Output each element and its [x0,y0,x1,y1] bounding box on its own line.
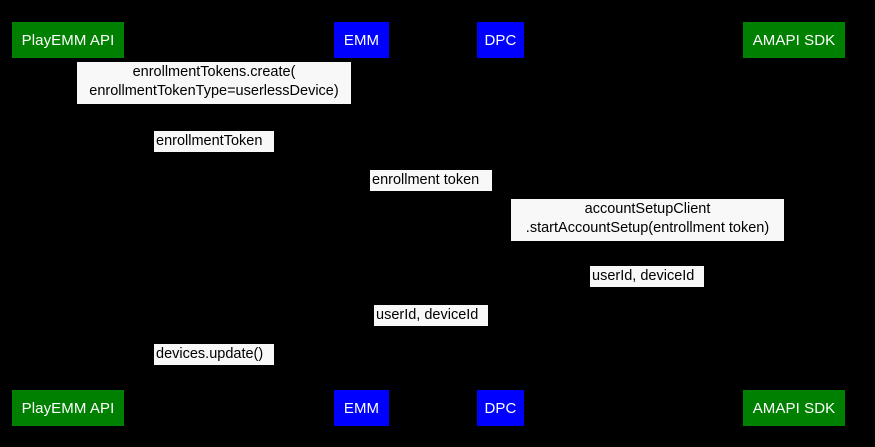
participant-emm-header[interactable]: EMM [334,22,389,58]
participant-dpc-footer[interactable]: DPC [477,390,524,426]
msg-enrollment-token: enrollment token [370,170,492,191]
participant-label: PlayEMM API [21,31,115,49]
msg-userid-deviceid-sdk-to-dpc: userId, deviceId [590,266,704,287]
msg-enrollment-token-return: enrollmentToken [154,131,274,152]
participant-label: DPC [484,31,517,49]
participant-emm-footer[interactable]: EMM [334,390,389,426]
lifeline-amapi-sdk [794,58,795,390]
lifeline-dpc [500,58,501,390]
arrow-msg-start-account-setup [500,244,794,245]
arrow-msg-enrollment-tokens-create [68,107,361,108]
participant-label: DPC [484,399,517,417]
participant-playemm-api-header[interactable]: PlayEMM API [12,22,124,58]
participant-playemm-api-footer[interactable]: PlayEMM API [12,390,124,426]
arrow-msg-userid-deviceid-dpc-to-emm [361,329,500,330]
participant-label: EMM [343,399,380,417]
msg-enrollment-tokens-create: enrollmentTokens.create( enrollmentToken… [77,62,351,104]
arrow-msg-devices-update [68,368,361,369]
arrow-msg-userid-deviceid-sdk-to-dpc [500,290,794,291]
participant-label: PlayEMM API [21,399,115,417]
lifeline-playemm-api [68,58,69,390]
participant-amapi-sdk-footer[interactable]: AMAPI SDK [743,390,845,426]
participant-dpc-header[interactable]: DPC [477,22,524,58]
participant-amapi-sdk-header[interactable]: AMAPI SDK [743,22,845,58]
msg-start-account-setup: accountSetupClient .startAccountSetup(en… [511,199,784,241]
msg-userid-deviceid-dpc-to-emm: userId, deviceId [374,305,488,326]
participant-label: AMAPI SDK [752,31,836,49]
lifeline-emm [361,58,362,390]
participant-label: EMM [343,31,380,49]
participant-label: AMAPI SDK [752,399,836,417]
msg-devices-update: devices.update() [154,344,274,365]
arrow-msg-enrollment-token [361,194,500,195]
arrow-msg-enrollment-token-return [68,155,361,156]
